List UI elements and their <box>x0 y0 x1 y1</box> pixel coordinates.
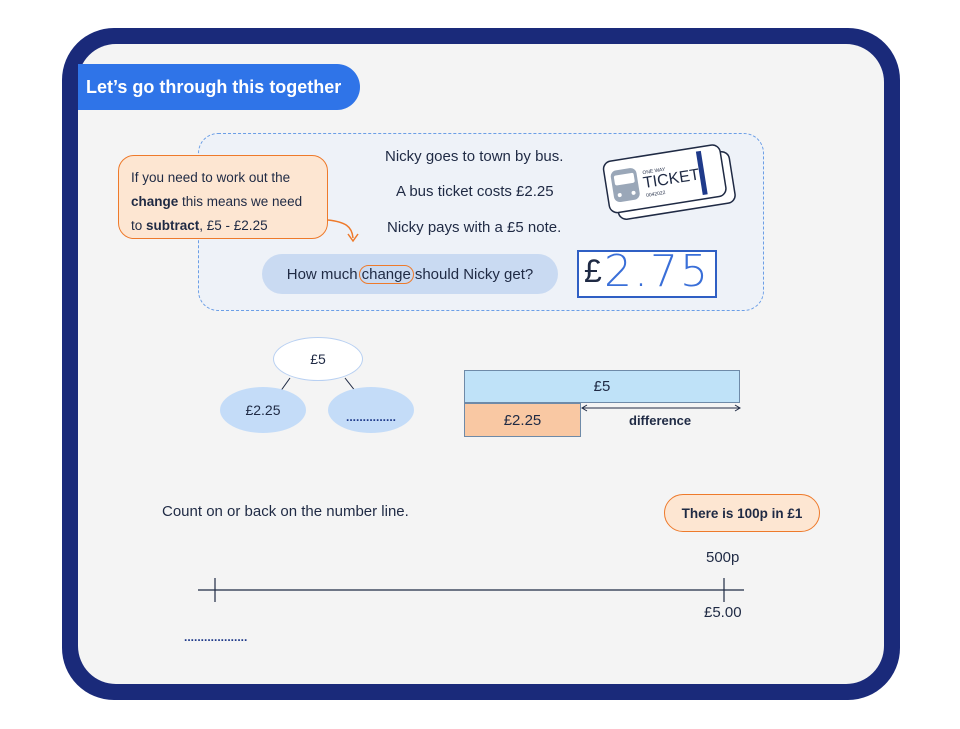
number-line-end-label-pounds: £5.00 <box>704 604 742 621</box>
number-line-end-label-pence: 500p <box>706 549 740 566</box>
hint-bold-subtract: subtract <box>146 218 200 233</box>
prompt-text-after: should Nicky get? <box>414 265 534 283</box>
bar-model-whole: £5 <box>464 370 740 403</box>
bond-part-unknown: ............... <box>328 387 414 433</box>
number-line-instruction: Count on or back on the number line. <box>162 503 409 520</box>
prompt-circled-word: change <box>358 264 414 284</box>
bond-part-known: £2.25 <box>220 387 306 433</box>
prompt-text-before: How much <box>286 265 358 283</box>
hint-bubble: If you need to work out the change this … <box>118 155 328 239</box>
hint-text-3: , £5 - £2.25 <box>199 218 268 233</box>
hint-bold-change: change <box>131 194 179 209</box>
ticket-code-label: 0042022 <box>646 190 666 199</box>
bond-whole: £5 <box>273 337 363 381</box>
question-line-1: Nicky goes to town by bus. <box>385 148 564 165</box>
question-line-2: A bus ticket costs £2.25 <box>396 183 554 200</box>
answer-box <box>577 250 717 298</box>
bond-blank: ............... <box>345 410 396 424</box>
ticket-small-label: ONE WAY <box>642 167 666 177</box>
question-line-3: Nicky pays with a £5 note. <box>387 219 562 236</box>
answer-pound-symbol: £ <box>584 253 602 289</box>
fact-badge: There is 100p in £1 <box>664 494 820 532</box>
hint-text-1: If you need to work out the <box>131 170 291 185</box>
number-line-start-blank: ................... <box>184 630 248 644</box>
page-title: Let’s go through this together <box>78 64 360 110</box>
hint-text-2: this means we need to <box>131 194 303 233</box>
bar-model-difference-label: difference <box>629 413 692 428</box>
hint-arrow-icon <box>327 219 354 239</box>
answer-handwritten: 2.75 <box>604 246 710 297</box>
ticket-stripe <box>695 150 708 196</box>
bus-icon <box>610 168 640 203</box>
bar-model-part: £2.25 <box>464 403 581 437</box>
